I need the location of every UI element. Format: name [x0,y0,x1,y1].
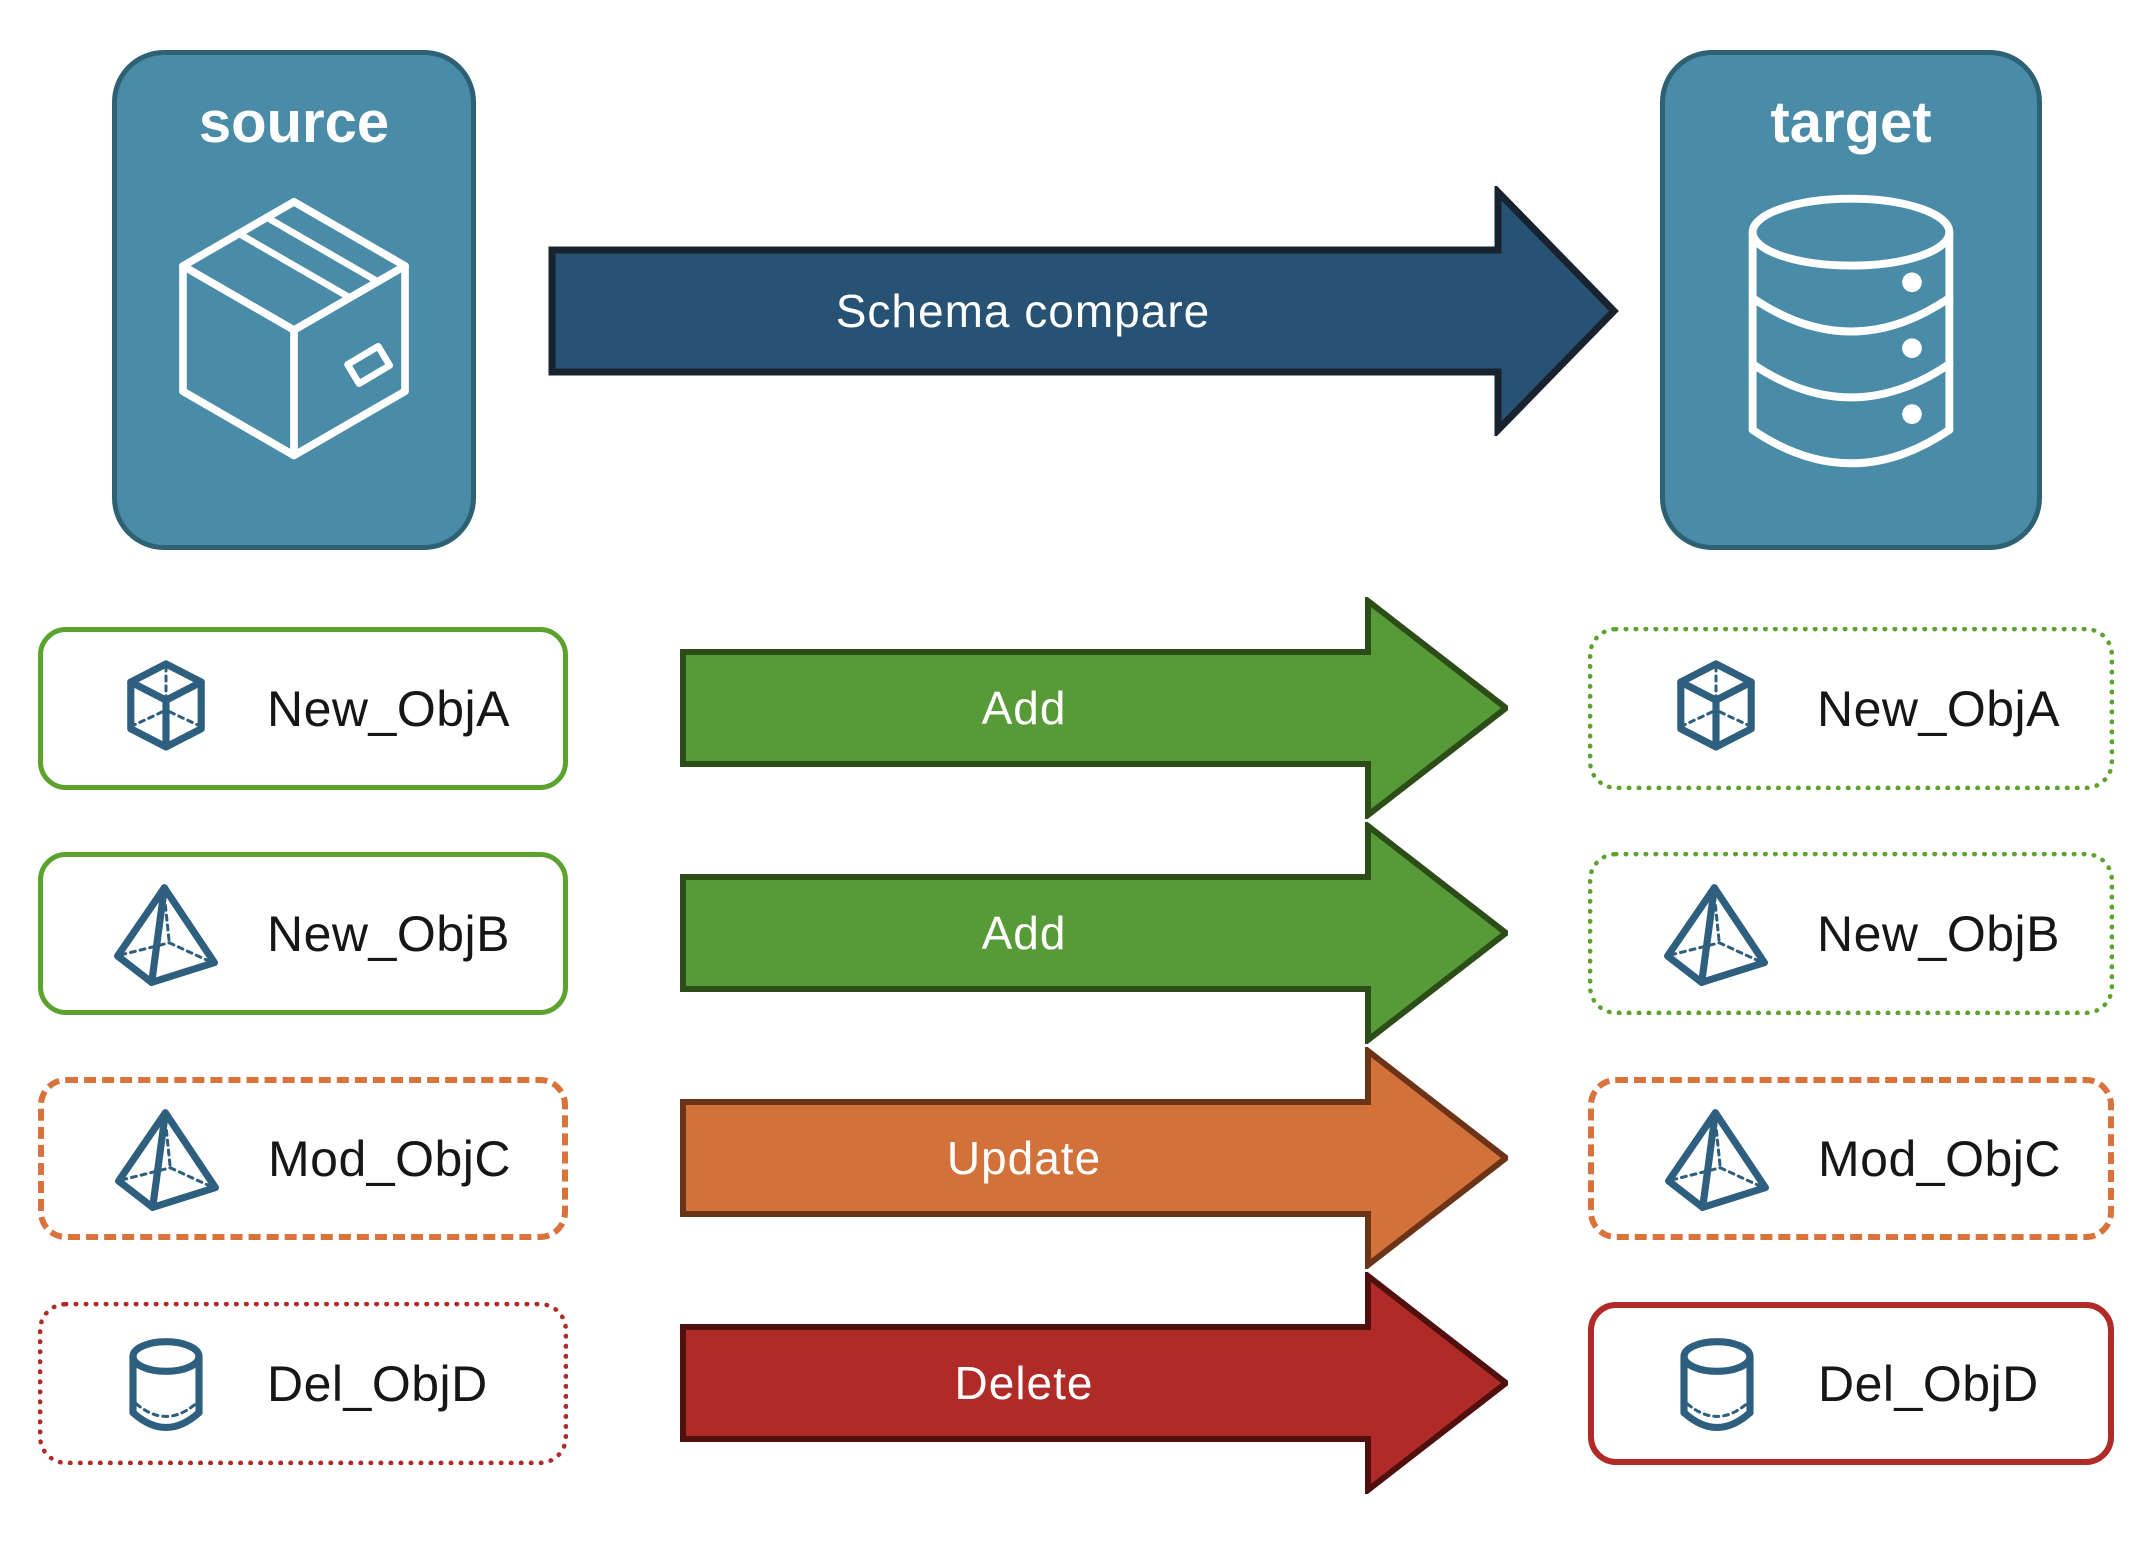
source-node: source [112,50,476,550]
object-label: Mod_ObjC [1818,1130,2061,1187]
source-obj-mod-objc: Mod_ObjC [38,1077,568,1240]
cylinder-icon [1680,1337,1754,1431]
arrow-label: Update [946,1132,1102,1184]
arrow-shape [680,597,1508,819]
pyramid-icon [115,1108,219,1211]
object-label: New_ObjB [267,905,510,962]
target-obj-mod-objc: Mod_ObjC [1588,1077,2114,1240]
source-obj-new-objb: New_ObjB [38,852,568,1015]
cylinder-icon [129,1337,203,1431]
pyramid-icon [1664,883,1768,986]
target-label: target [1770,90,1932,155]
database-icon [1748,194,1954,467]
object-label: New_ObjA [267,680,510,737]
pyramid-icon [114,883,218,986]
target-obj-del-objd: Del_ObjD [1588,1302,2114,1465]
package-icon [179,197,409,460]
arrow-add-b: Add [680,822,1508,1044]
arrow-add-a: Add [680,597,1508,819]
object-label: New_ObjA [1817,680,2060,737]
object-label: Mod_ObjC [268,1130,511,1187]
source-obj-del-objd: Del_ObjD [38,1302,568,1465]
target-obj-new-objb: New_ObjB [1588,852,2114,1015]
cube-icon [127,659,205,751]
cube-icon [1677,659,1755,751]
arrow-delete-d: Delete [680,1272,1508,1494]
arrow-label: Delete [954,1357,1094,1409]
object-label: Del_ObjD [1818,1355,2039,1412]
arrow-shape [680,1047,1508,1269]
schema-compare-arrow-shape [548,186,1619,436]
object-label: New_ObjB [1817,905,2060,962]
target-obj-new-obja: New_ObjA [1588,627,2114,790]
arrow-update-c: Update [680,1047,1508,1269]
arrow-label: Add [981,907,1067,959]
arrow-shape [680,1272,1508,1494]
object-label: Del_ObjD [267,1355,488,1412]
arrow-shape [680,822,1508,1044]
source-label: source [198,90,390,155]
schema-compare-arrow: Schema compare [548,186,1620,436]
pyramid-icon [1665,1108,1769,1211]
source-obj-new-obja: New_ObjA [38,627,568,790]
target-node: target [1660,50,2042,550]
arrow-label: Add [981,682,1067,734]
schema-compare-label: Schema compare [835,285,1211,337]
